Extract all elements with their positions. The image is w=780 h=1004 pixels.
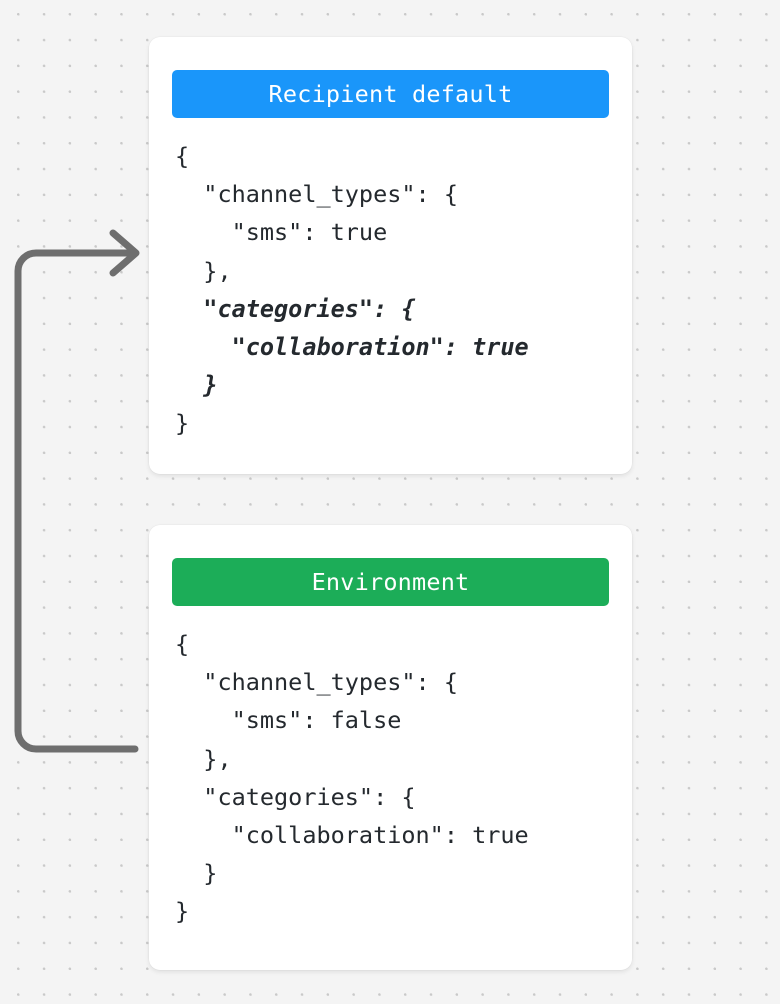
- code-line: {: [175, 630, 190, 658]
- code-line: },: [175, 256, 232, 285]
- code-line: }: [175, 897, 190, 926]
- code-line: "sms": false: [175, 706, 402, 735]
- code-line: }: [175, 371, 218, 400]
- code-line: "sms": true: [175, 218, 388, 247]
- code-line: "categories": {: [175, 782, 416, 811]
- card-header-label: Recipient default: [268, 80, 513, 108]
- code-block-recipient-default: { "channel_types": { "sms": true }, "cat…: [175, 137, 529, 443]
- code-line: {: [175, 142, 190, 170]
- code-line: "collaboration": true: [175, 821, 529, 850]
- card-recipient-default[interactable]: Recipient default { "channel_types": { "…: [149, 37, 632, 474]
- code-block-environment: { "channel_types": { "sms": false }, "ca…: [175, 625, 529, 931]
- card-environment[interactable]: Environment { "channel_types": { "sms": …: [149, 525, 632, 970]
- code-line: }: [175, 409, 190, 438]
- code-line: },: [175, 744, 232, 773]
- code-line: "channel_types": {: [175, 668, 458, 697]
- code-line: "channel_types": {: [175, 180, 458, 209]
- code-line: "categories": {: [175, 294, 416, 323]
- code-line: }: [175, 859, 218, 888]
- card-header-recipient-default: Recipient default: [172, 70, 609, 118]
- code-line: "collaboration": true: [175, 333, 529, 362]
- card-header-label: Environment: [311, 568, 470, 596]
- override-arrow-path: [14, 249, 139, 753]
- override-arrow-head: [109, 229, 140, 277]
- card-header-environment: Environment: [172, 558, 609, 606]
